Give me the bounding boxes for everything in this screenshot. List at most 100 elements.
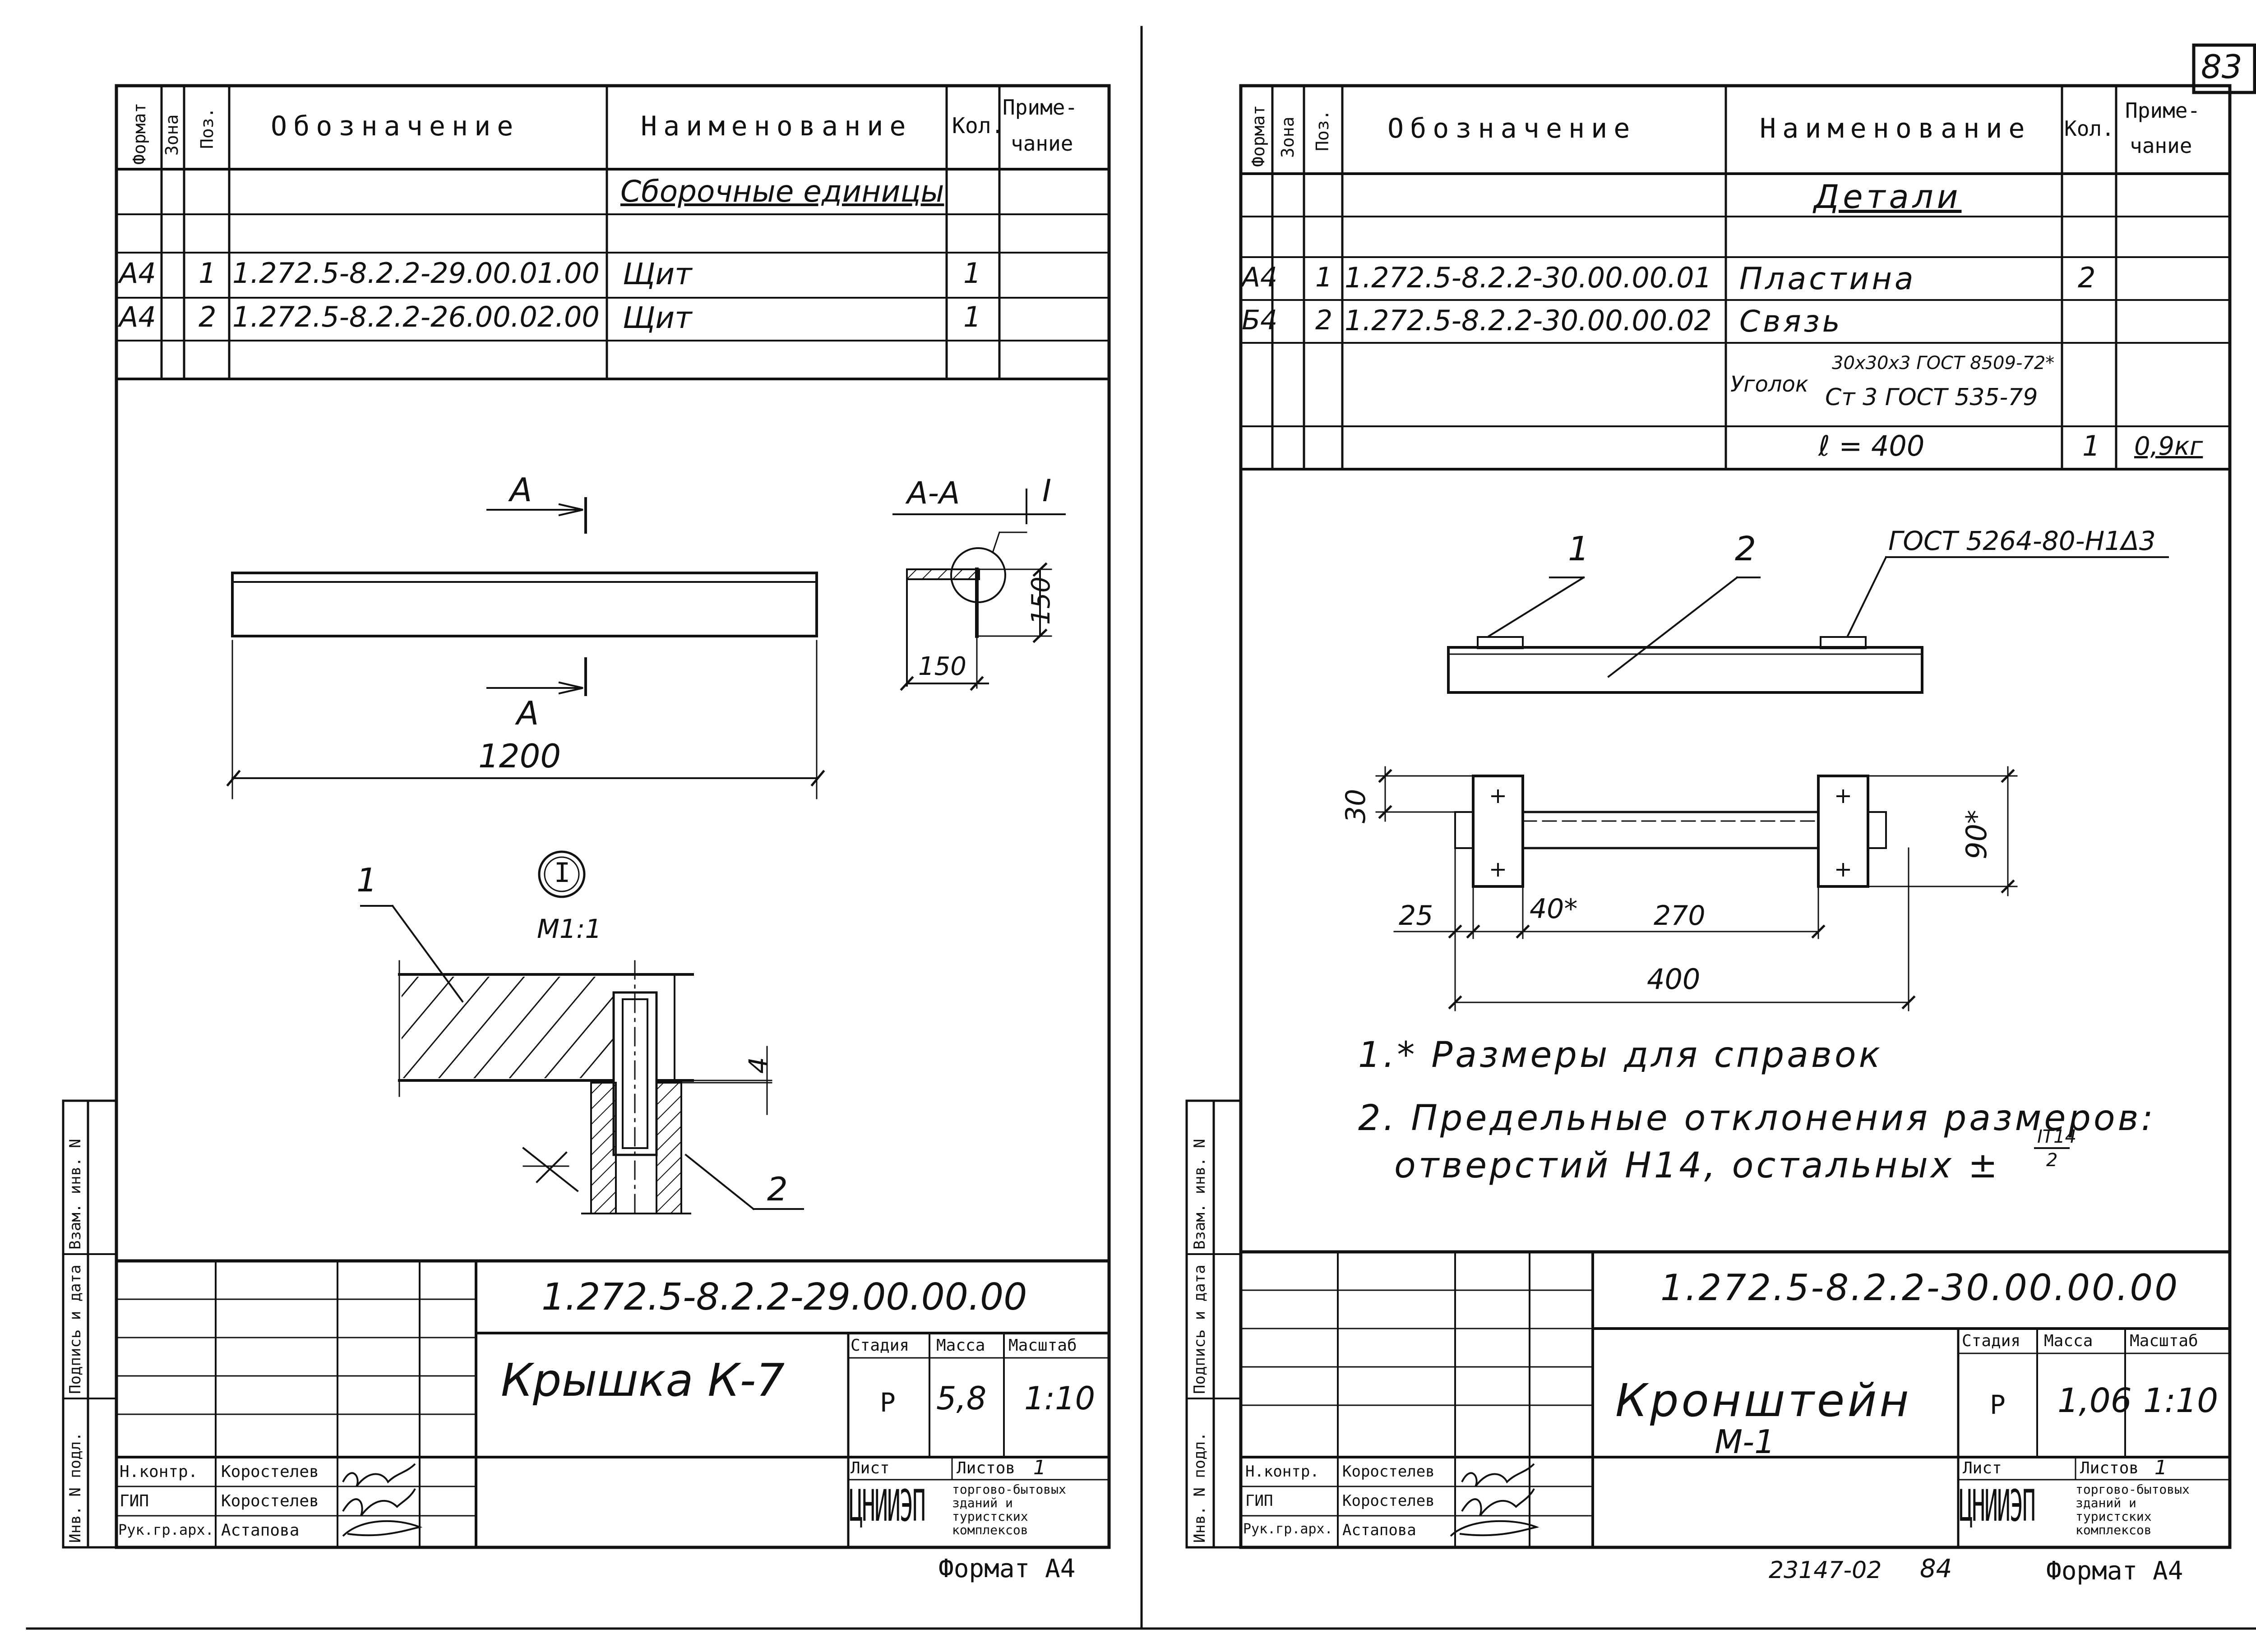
- mass-label: Масса: [936, 1336, 985, 1355]
- org-text: туристских: [952, 1509, 1028, 1524]
- side-stamp-vzam: Взам. инв. N: [1191, 1139, 1209, 1250]
- staff-name: Коростелев: [1342, 1463, 1435, 1481]
- sheets-label: Листов: [957, 1459, 1016, 1477]
- org-text: комплексов: [2076, 1523, 2152, 1537]
- col-qty-label: Кол.: [2064, 116, 2114, 141]
- row-format: А4: [119, 300, 156, 333]
- org-text: зданий и: [952, 1495, 1013, 1510]
- col-qty-label: Кол.: [952, 113, 1004, 138]
- section-title: Сборочные единицы: [620, 174, 944, 209]
- staff-name: Астапова: [221, 1521, 300, 1540]
- section-title: А-А: [907, 475, 960, 511]
- staff-role: Н.контр.: [120, 1463, 198, 1481]
- leader-1: 1: [1568, 530, 1590, 568]
- weld-note: ГОСТ 5264-80-Н1Δ3: [1888, 526, 2156, 556]
- drawing-code: 1.272.5-8.2.2-30.00.00.00: [1660, 1267, 2180, 1309]
- format-label: Формат А4: [938, 1554, 1076, 1583]
- row-pos: 2: [1315, 305, 1333, 336]
- col-note-label-2: чание: [2130, 134, 2192, 158]
- sheet-label: Лист: [1963, 1459, 2002, 1477]
- row-qty: 1: [963, 257, 981, 290]
- bottom-sheet-number: 84: [1920, 1554, 1952, 1583]
- staff-name: Коростелев: [221, 1463, 319, 1481]
- col-note-label-1: Приме-: [1003, 95, 1078, 120]
- row-pos: 1: [199, 257, 217, 290]
- sheets-label: Листов: [2080, 1459, 2139, 1477]
- row-format: Б4: [1242, 305, 1278, 336]
- section-mark-top: А: [510, 471, 532, 509]
- section-title: Детали: [1814, 178, 1962, 216]
- material-bottom: Ст 3 ГОСТ 535-79: [1825, 384, 2038, 411]
- detail-scale: М1:1: [537, 914, 602, 944]
- scale-value: 1:10: [1024, 1380, 1096, 1417]
- note-fraction-top: IT14: [2037, 1126, 2077, 1147]
- mass-value: 1,06: [2057, 1381, 2132, 1420]
- org-text: туристских: [2076, 1509, 2152, 1524]
- col-name-label: Наименование: [1760, 113, 2031, 144]
- mass-value: 5,8: [936, 1380, 987, 1417]
- note-2: 2. Предельные отклонения размеров:: [1358, 1098, 2156, 1139]
- stage-value: Р: [1990, 1389, 2006, 1420]
- row-qty: 2: [2078, 261, 2096, 294]
- dim-1200: 1200: [478, 737, 561, 775]
- dim-150-horizontal: 150: [918, 652, 966, 681]
- side-stamp-inv: Инв. N подл.: [1191, 1432, 1209, 1543]
- leader-2: 2: [1735, 530, 1757, 568]
- drawing-subtitle: М-1: [1715, 1423, 1775, 1461]
- length-note: 0,9кг: [2134, 432, 2203, 461]
- detail-mark: I: [1042, 473, 1052, 509]
- staff-role: ГИП: [1245, 1492, 1273, 1510]
- row-pos: 1: [1315, 262, 1333, 293]
- stage-label: Стадия: [1962, 1332, 2021, 1350]
- row-designation: 1.272.5-8.2.2-29.00.01.00: [232, 257, 600, 290]
- stage-label: Стадия: [851, 1336, 910, 1355]
- staff-name: Коростелев: [221, 1492, 319, 1510]
- note-1: 1.* Размеры для справок: [1358, 1035, 1883, 1075]
- row-qty: 1: [963, 300, 981, 333]
- col-designation-label: Обозначение: [1387, 113, 1637, 144]
- row-name: Щит: [623, 300, 692, 335]
- staff-name: Астапова: [1342, 1521, 1416, 1539]
- leader-2: 2: [767, 1170, 788, 1208]
- row-pos: 2: [199, 300, 217, 333]
- sheets-value: 1: [1033, 1456, 1046, 1479]
- material-top: 30х30х3 ГОСТ 8509-72*: [1832, 353, 2055, 374]
- dim-40: 40*: [1530, 893, 1578, 925]
- sheets-value: 1: [2154, 1456, 2167, 1479]
- drawing-title: Крышка К-7: [501, 1354, 785, 1407]
- org-text: торгово-бытовых: [2076, 1482, 2190, 1497]
- page-number: 83: [2201, 48, 2242, 86]
- staff-role: ГИП: [120, 1492, 149, 1510]
- detail-circle-label: I: [554, 857, 571, 889]
- staff-role: Рук.гр.арх.: [1243, 1521, 1333, 1537]
- dim-270: 270: [1654, 900, 1706, 932]
- mass-label: Масса: [2044, 1332, 2093, 1350]
- staff-role: Рук.гр.арх.: [118, 1521, 214, 1538]
- stage-value: Р: [880, 1387, 896, 1418]
- row-name: Связь: [1739, 304, 1843, 339]
- col-note-label-1: Приме-: [2125, 98, 2201, 123]
- row-name: Щит: [623, 257, 692, 291]
- col-name-label: Наименование: [641, 111, 912, 142]
- row-format: А4: [119, 257, 156, 290]
- staff-name: Коростелев: [1342, 1492, 1435, 1510]
- archive-number: 23147-02: [1769, 1557, 1882, 1584]
- dim-25: 25: [1399, 900, 1433, 932]
- org-logo: ЦНИИЭП: [1959, 1481, 2036, 1531]
- row-name: Пластина: [1739, 261, 1916, 297]
- format-label: Формат А4: [2046, 1556, 2183, 1586]
- org-text: торгово-бытовых: [952, 1482, 1066, 1497]
- row-designation: 1.272.5-8.2.2-30.00.00.01: [1345, 261, 1712, 294]
- scale-label: Масштаб: [1008, 1336, 1077, 1355]
- side-stamp-sign: Подпись и дата: [1191, 1264, 1209, 1394]
- sheet-label: Лист: [851, 1459, 890, 1477]
- staff-role: Н.контр.: [1245, 1463, 1319, 1481]
- section-mark-bottom: А: [517, 694, 539, 732]
- note-2-cont: отверстий Н14, остальных ±: [1394, 1145, 2001, 1186]
- row-designation: 1.272.5-8.2.2-30.00.00.02: [1345, 304, 1712, 337]
- row-designation: 1.272.5-8.2.2-26.00.02.00: [232, 300, 600, 333]
- dim-400: 400: [1647, 963, 1701, 996]
- scale-value: 1:10: [2143, 1381, 2219, 1420]
